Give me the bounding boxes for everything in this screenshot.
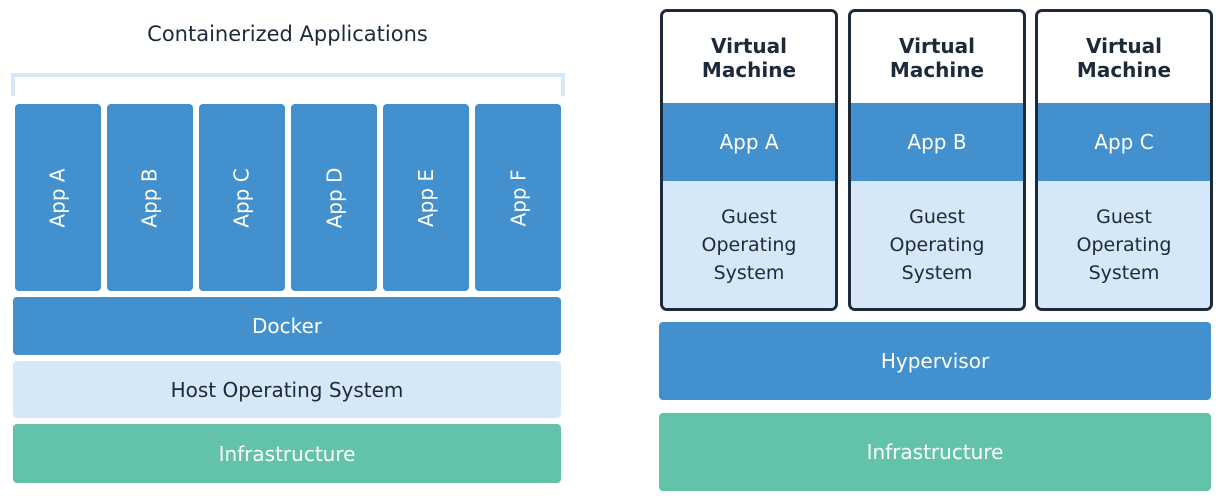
container-app-b: App B	[107, 104, 193, 291]
container-app-label: App E	[413, 168, 438, 227]
vm-guest-os: Guest Operating System	[1038, 181, 1210, 308]
apps-bracket	[11, 73, 565, 96]
container-app-f: App F	[475, 104, 561, 291]
virtual-machine-3: Virtual Machine App C Guest Operating Sy…	[1035, 9, 1213, 311]
virtual-machine-1: Virtual Machine App A Guest Operating Sy…	[660, 9, 838, 311]
containerized-title: Containerized Applications	[147, 22, 428, 46]
vm-title: Virtual Machine	[1076, 33, 1172, 82]
container-app-label: App F	[506, 169, 530, 226]
vm-guest-os: Guest Operating System	[851, 181, 1023, 308]
container-app-label: App A	[46, 167, 70, 228]
container-app-label: App B	[138, 167, 162, 228]
infrastructure-layer-right: Infrastructure	[659, 413, 1211, 491]
vm-title: Virtual Machine	[889, 33, 985, 82]
vm-app: App A	[663, 103, 835, 181]
vm-guest-os: Guest Operating System	[663, 181, 835, 308]
vm-app: App B	[851, 103, 1023, 181]
hypervisor-layer: Hypervisor	[659, 322, 1211, 400]
container-app-label: App D	[322, 167, 346, 228]
container-app-d: App D	[291, 104, 377, 291]
container-app-label: App C	[230, 167, 254, 228]
infrastructure-layer-left: Infrastructure	[13, 424, 561, 483]
host-os-layer: Host Operating System	[13, 361, 561, 418]
vm-title: Virtual Machine	[701, 33, 797, 82]
docker-layer: Docker	[13, 297, 561, 355]
container-app-a: App A	[15, 104, 101, 291]
container-app-c: App C	[199, 104, 285, 291]
virtual-machine-2: Virtual Machine App B Guest Operating Sy…	[848, 9, 1026, 311]
container-app-e: App E	[383, 104, 469, 291]
vm-app: App C	[1038, 103, 1210, 181]
